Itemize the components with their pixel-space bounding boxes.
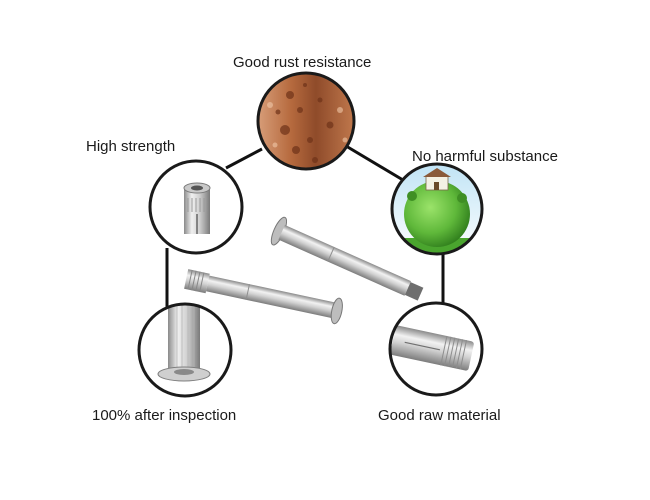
feature-label-raw-material: Good raw material	[378, 407, 501, 424]
feature-label-high-strength: High strength	[86, 138, 176, 155]
connector-rust-strength	[225, 147, 263, 170]
anchor-bolt-lower-icon	[184, 269, 343, 325]
connector-lines	[165, 144, 445, 312]
connector-rust-eco	[345, 144, 404, 182]
feature-label-rust-resistance: Good rust resistance	[233, 54, 372, 71]
anchor-sleeve-closeup-icon	[388, 301, 484, 397]
anchor-top-closeup-icon	[148, 159, 244, 255]
anchor-body-closeup-icon	[137, 302, 233, 398]
feature-label-no-harmful-substance: No harmful substance	[412, 148, 558, 165]
green-globe-house-icon	[390, 162, 484, 256]
rust-texture-icon	[256, 71, 356, 171]
feature-label-inspection: 100% after inspection	[92, 407, 237, 424]
anchor-bolt-upper-icon	[270, 216, 424, 301]
